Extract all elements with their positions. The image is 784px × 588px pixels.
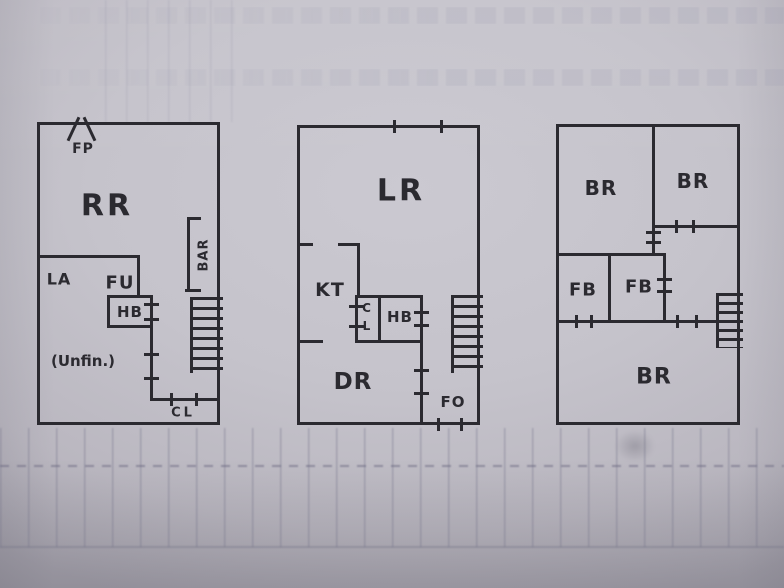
wall-segment bbox=[355, 295, 423, 298]
window-tick bbox=[393, 120, 396, 133]
door-tick bbox=[144, 377, 159, 380]
door-tick bbox=[170, 393, 173, 406]
wall-segment bbox=[37, 255, 140, 258]
wall-segment bbox=[355, 295, 358, 343]
door-tick bbox=[144, 353, 159, 356]
wall-segment bbox=[297, 243, 313, 246]
label-unfinished: (Unfin.) bbox=[50, 352, 116, 370]
bar-counter bbox=[187, 217, 190, 292]
label-living-room: LR bbox=[376, 173, 426, 209]
label-dining-room: DR bbox=[333, 369, 373, 395]
door-tick bbox=[695, 315, 698, 328]
wall-segment bbox=[420, 340, 423, 425]
wall-segment bbox=[378, 295, 381, 343]
label-bedroom-south: BR bbox=[636, 364, 672, 390]
wall-segment bbox=[652, 225, 740, 228]
label-laundry: LA bbox=[46, 269, 72, 289]
label-fireplace: FP bbox=[72, 141, 94, 157]
stairs bbox=[190, 297, 223, 373]
door-tick bbox=[414, 311, 429, 314]
wall-segment bbox=[357, 243, 360, 298]
label-bedroom-nw: BR bbox=[584, 176, 618, 200]
door-tick bbox=[692, 220, 695, 233]
door-tick bbox=[657, 290, 672, 293]
door-tick bbox=[437, 418, 440, 431]
label-bedroom-ne: BR bbox=[676, 169, 710, 193]
label-rec-room: RR bbox=[80, 188, 134, 224]
label-full-bath-east: FB bbox=[624, 276, 654, 298]
door-tick bbox=[460, 418, 463, 431]
wall-segment bbox=[556, 253, 666, 256]
door-tick bbox=[575, 315, 578, 328]
wall-segment bbox=[420, 295, 423, 343]
bar-counter bbox=[185, 289, 201, 292]
stairs bbox=[451, 295, 483, 373]
label-furnace: FU bbox=[105, 272, 135, 294]
wall-segment bbox=[608, 253, 611, 323]
door-tick bbox=[349, 305, 364, 308]
wall-segment bbox=[150, 295, 153, 401]
wall-segment bbox=[556, 320, 716, 323]
door-tick bbox=[676, 315, 679, 328]
door-tick bbox=[675, 220, 678, 233]
label-full-bath-west: FB bbox=[568, 279, 598, 301]
label-half-bath: HB bbox=[117, 303, 143, 321]
label-closet-l: L bbox=[362, 319, 372, 333]
label-kitchen: KT bbox=[315, 279, 345, 301]
label-foyer: FO bbox=[440, 393, 466, 411]
wall-segment bbox=[297, 340, 323, 343]
plan-basement: FP RR LA FU HB (Unfin.) CL BAR bbox=[37, 116, 223, 425]
wall-segment bbox=[338, 243, 357, 246]
label-closet-c: C bbox=[362, 301, 372, 315]
door-tick bbox=[349, 325, 364, 328]
label-closet: CL bbox=[171, 405, 195, 421]
door-tick bbox=[195, 393, 198, 406]
fireplace-icon bbox=[82, 116, 97, 142]
wall-segment bbox=[355, 340, 423, 343]
wall-segment bbox=[663, 253, 666, 323]
wall-segment bbox=[652, 124, 655, 256]
bar-counter bbox=[187, 217, 201, 220]
door-tick bbox=[144, 303, 159, 306]
plan-upper-level: BR BR FB FB BR bbox=[556, 124, 743, 425]
door-tick bbox=[414, 324, 429, 327]
door-tick bbox=[657, 278, 672, 281]
label-half-bath: HB bbox=[387, 308, 413, 326]
door-tick bbox=[144, 318, 159, 321]
door-tick bbox=[590, 315, 593, 328]
door-tick bbox=[414, 392, 429, 395]
wall-segment bbox=[137, 255, 140, 298]
door-tick bbox=[646, 231, 661, 234]
door-tick bbox=[414, 369, 429, 372]
fireplace-icon bbox=[66, 116, 81, 142]
plan-main-level: LR KT C L HB DR FO bbox=[297, 120, 483, 431]
label-bar: BAR bbox=[196, 238, 212, 272]
stairs bbox=[716, 293, 743, 348]
wall-segment bbox=[150, 398, 220, 401]
door-tick bbox=[646, 241, 661, 244]
window-tick bbox=[440, 120, 443, 133]
